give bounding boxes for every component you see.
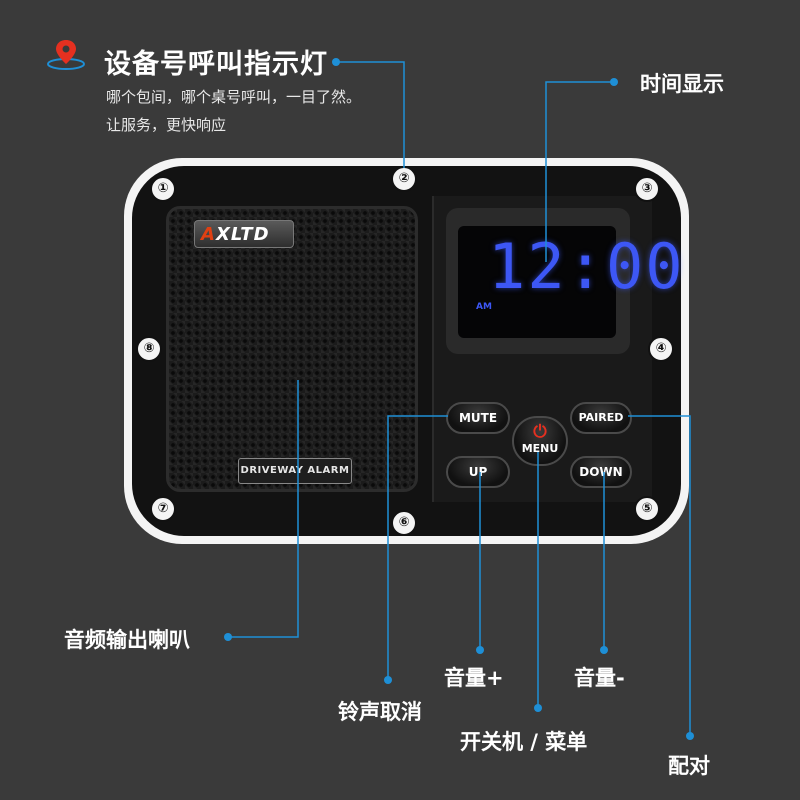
speaker-grille	[166, 206, 418, 492]
callout-volume-up: 音量+	[444, 666, 504, 690]
clock-digits: 12:00	[488, 230, 685, 303]
volume-down-button[interactable]: DOWN	[570, 456, 632, 488]
callout-pairing: 配对	[668, 754, 710, 778]
callout-speaker: 音频输出喇叭	[64, 628, 190, 652]
marker-3: ③	[634, 176, 660, 202]
marker-6: ⑥	[391, 510, 417, 536]
marker-1: ①	[150, 176, 176, 202]
marker-4: ④	[648, 336, 674, 362]
model-plate: DRIVEWAY ALARM	[238, 458, 352, 484]
marker-8: ⑧	[136, 336, 162, 362]
power-menu-button[interactable]: ⏻ MENU	[512, 416, 568, 466]
callout-power-menu: 开关机 / 菜单	[460, 730, 588, 754]
menu-label: MENU	[521, 442, 559, 455]
callout-time-display: 时间显示	[640, 72, 724, 96]
paired-button[interactable]: PAIRED	[570, 402, 632, 434]
header-line-1: 哪个包间，哪个桌号呼叫，一目了然。	[106, 88, 362, 106]
callout-volume-down: 音量-	[574, 666, 625, 690]
header-line-2: 让服务，更快响应	[106, 116, 227, 134]
brand-logo-a: A	[201, 223, 216, 245]
volume-up-button[interactable]: UP	[446, 456, 510, 488]
header-title: 设备号呼叫指示灯	[104, 49, 328, 80]
marker-7: ⑦	[150, 496, 176, 522]
display-screen	[458, 226, 616, 338]
clock-period: AM	[476, 302, 492, 312]
power-icon: ⏻	[533, 422, 547, 442]
callout-ringtone-cancel: 铃声取消	[338, 700, 422, 724]
marker-5: ⑤	[634, 496, 660, 522]
location-pin-icon	[47, 40, 85, 70]
brand-logo-rest: XLTD	[215, 223, 270, 245]
mute-button[interactable]: MUTE	[446, 402, 510, 434]
